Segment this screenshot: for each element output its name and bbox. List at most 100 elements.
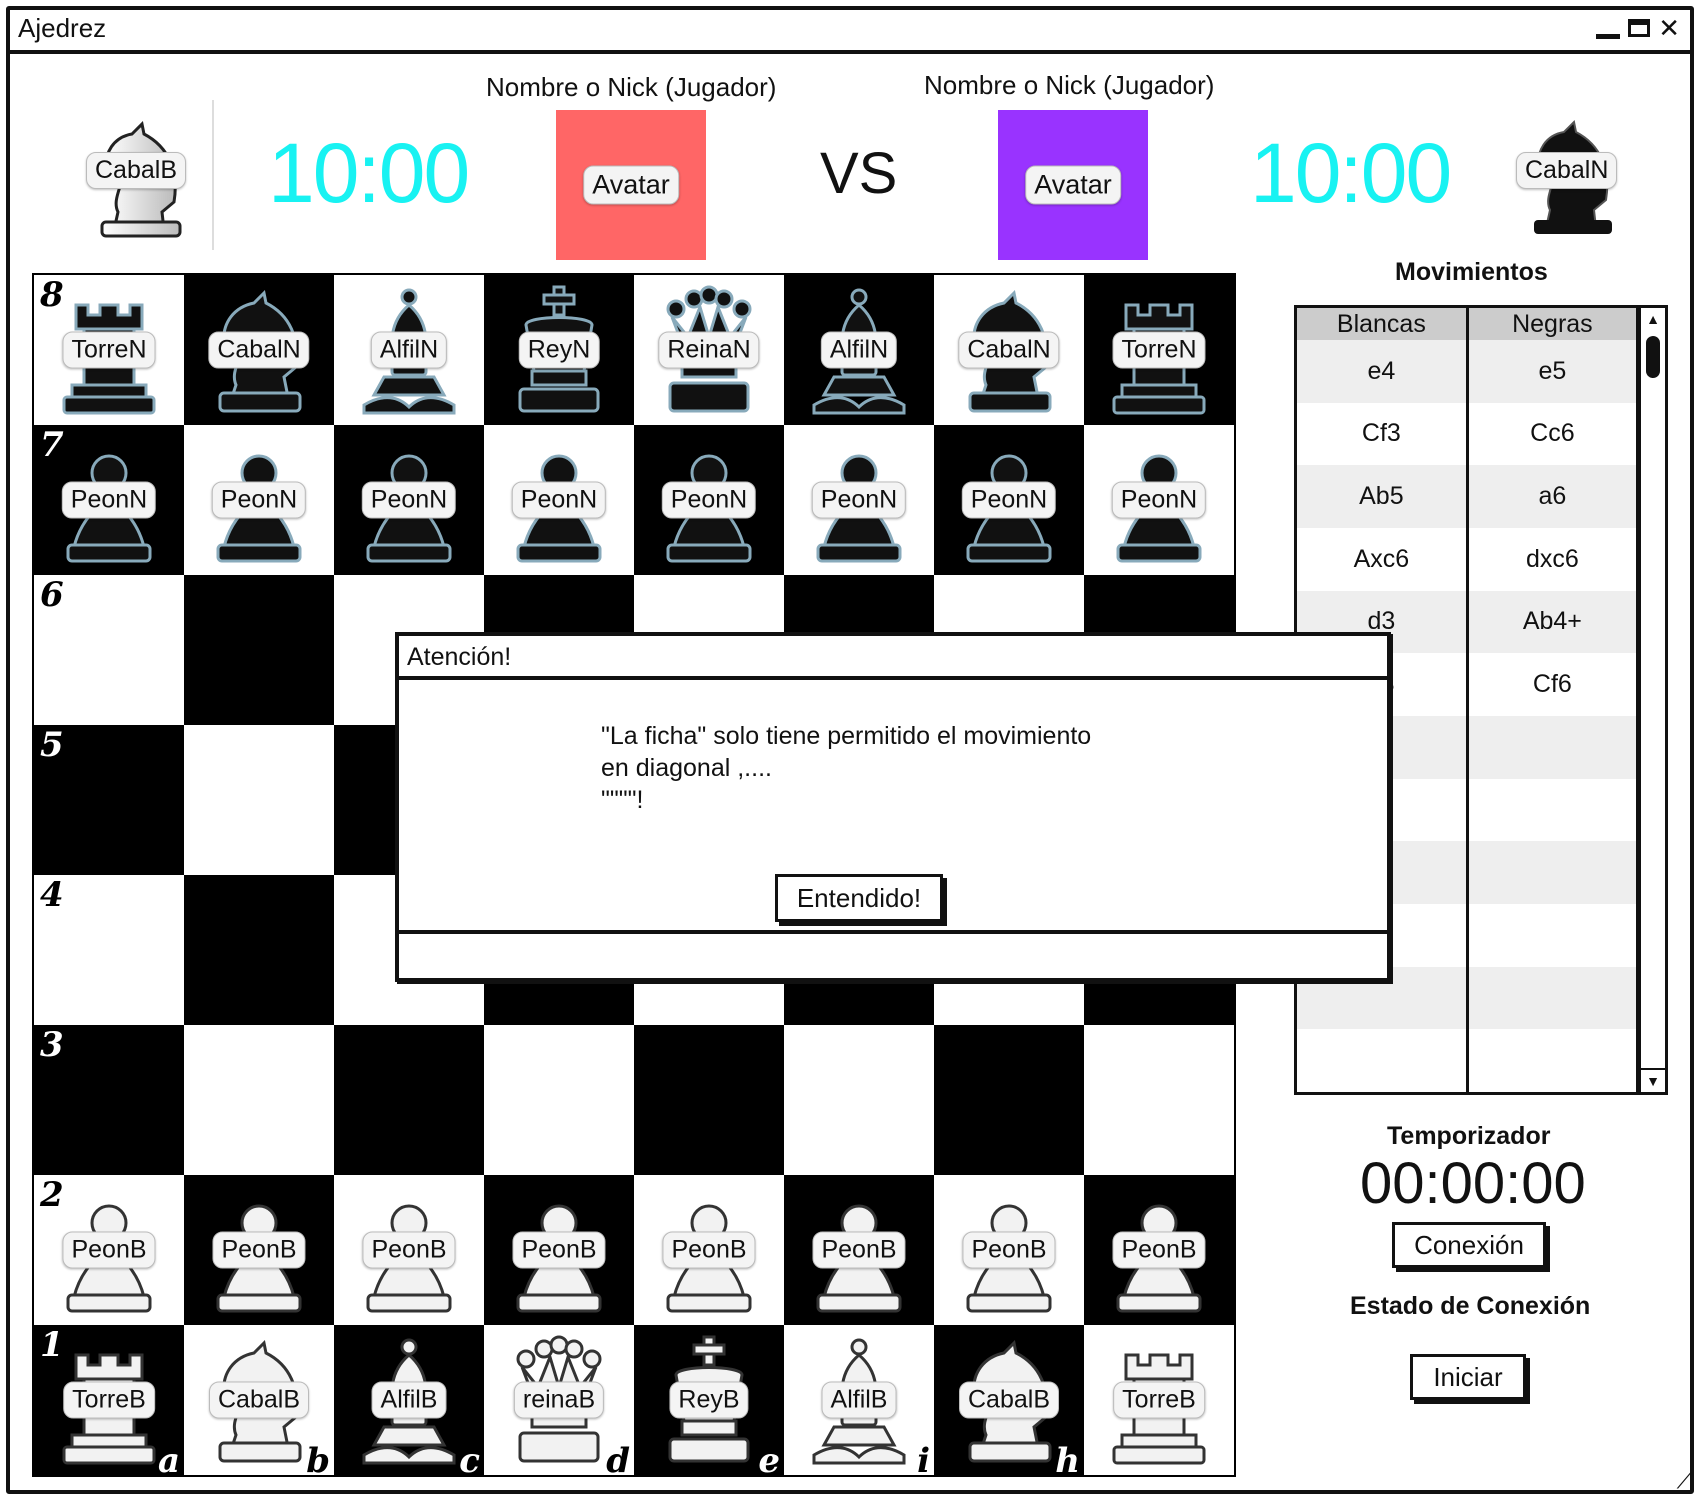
piece-label: PeonN — [961, 481, 1057, 519]
board-square[interactable]: PeonB — [934, 1175, 1084, 1325]
dialog-title: Atención! — [407, 643, 512, 671]
black-move-cell: Ab4+ — [1467, 590, 1640, 654]
piece-label: PeonB — [662, 1231, 756, 1269]
title-bar: Ajedrez ✕ — [10, 10, 1690, 54]
board-square[interactable]: AlfilN — [334, 275, 484, 425]
board-square[interactable]: AlfilN — [784, 275, 934, 425]
board-square[interactable] — [1084, 1025, 1234, 1175]
col-white-header: Blancas — [1297, 308, 1469, 340]
white-move-cell: e4 — [1297, 340, 1469, 403]
resize-grip-icon[interactable]: ⟋ — [1676, 1468, 1692, 1493]
board-square[interactable] — [184, 1025, 334, 1175]
black-move-cell: a6 — [1467, 465, 1640, 528]
move-row[interactable] — [1297, 1029, 1640, 1092]
board-square[interactable]: PeonN — [334, 425, 484, 575]
board-square[interactable] — [634, 1025, 784, 1175]
board-square[interactable]: ReinaN — [634, 275, 784, 425]
board-square[interactable] — [934, 1025, 1084, 1175]
board-square[interactable]: CabalN — [184, 275, 334, 425]
move-row[interactable] — [1297, 966, 1640, 1030]
board-square[interactable]: PeonB — [184, 1175, 334, 1325]
piece-label: PeonN — [211, 481, 307, 519]
scroll-down-icon[interactable]: ▼ — [1641, 1068, 1665, 1092]
board-square[interactable]: 4 — [34, 875, 184, 1025]
board-square[interactable]: PeonN — [634, 425, 784, 575]
dialog-header: Atención! — [399, 636, 1387, 680]
board-square[interactable]: PeonB — [634, 1175, 784, 1325]
black-clock: 10:00 — [1250, 126, 1452, 220]
piece-label: PeonB — [512, 1231, 606, 1269]
board-square[interactable]: TorreN — [1084, 275, 1234, 425]
connect-button[interactable]: Conexión — [1392, 1222, 1546, 1268]
board-square[interactable] — [484, 1025, 634, 1175]
rank-label: 1 — [40, 1325, 64, 1365]
piece-label: CabalN — [958, 331, 1060, 369]
player1-avatar[interactable]: Avatar — [556, 110, 706, 260]
board-square[interactable]: CabalN — [934, 275, 1084, 425]
file-label: c — [459, 1441, 480, 1481]
board-square[interactable]: 3 — [34, 1025, 184, 1175]
board-square[interactable]: PeonB — [484, 1175, 634, 1325]
player2-avatar-label: Avatar — [1025, 165, 1121, 205]
board-square[interactable]: PeonB — [784, 1175, 934, 1325]
scroll-up-icon[interactable]: ▲ — [1646, 311, 1660, 327]
player2-name: Nombre o Nick (Jugador) — [924, 70, 1215, 100]
scroll-thumb[interactable] — [1646, 336, 1660, 378]
white-knight-label: CabalB — [86, 152, 186, 189]
board-square[interactable] — [784, 1025, 934, 1175]
close-icon[interactable]: ✕ — [1658, 13, 1680, 43]
piece-label: TorreB — [1113, 1381, 1205, 1419]
board-square[interactable] — [184, 725, 334, 875]
file-label: h — [1055, 1441, 1080, 1481]
board-square[interactable]: TorreB — [1084, 1325, 1234, 1475]
board-square[interactable]: PeonB — [334, 1175, 484, 1325]
board-square[interactable] — [334, 1025, 484, 1175]
board-square[interactable] — [184, 575, 334, 725]
piece-label: reinaB — [513, 1381, 605, 1419]
moves-scrollbar[interactable]: ▲ ▼ — [1639, 308, 1665, 1092]
dialog-message: "La ficha" solo tiene permitido el movim… — [601, 722, 1092, 814]
piece-label: TorreN — [62, 331, 156, 369]
player2-avatar[interactable]: Avatar — [998, 110, 1148, 260]
board-square[interactable]: ReyN — [484, 275, 634, 425]
black-knight-icon: CabalN — [1516, 110, 1626, 240]
bishop-white-icon[interactable] — [354, 1333, 464, 1467]
rank-label: 3 — [40, 1025, 64, 1065]
understood-button[interactable]: Entendido! — [775, 874, 943, 922]
piece-label: AlfilN — [820, 331, 898, 369]
moves-title: Movimientos — [1395, 258, 1548, 286]
connection-status-title: Estado de Conexión — [1350, 1292, 1591, 1320]
board-square[interactable]: PeonB — [1084, 1175, 1234, 1325]
board-square[interactable]: PeonN — [1084, 425, 1234, 575]
board-square[interactable] — [184, 875, 334, 1025]
white-clock: 10:00 — [268, 126, 470, 220]
board-square[interactable]: PeonN — [784, 425, 934, 575]
board-square[interactable]: PeonN — [484, 425, 634, 575]
col-black-header: Negras — [1467, 308, 1640, 340]
start-button[interactable]: Iniciar — [1410, 1354, 1526, 1400]
board-square[interactable]: 6 — [34, 575, 184, 725]
piece-label: CabalN — [208, 331, 310, 369]
board-square[interactable]: h CabalB — [934, 1325, 1084, 1481]
board-square[interactable]: PeonN — [184, 425, 334, 575]
piece-label: CabalB — [959, 1381, 1059, 1419]
board-square[interactable]: PeonN — [934, 425, 1084, 575]
piece-label: ReyN — [518, 331, 600, 369]
maximize-icon[interactable] — [1628, 19, 1651, 37]
board-square[interactable]: 5 — [34, 725, 184, 875]
piece-label: ReinaN — [658, 331, 760, 369]
minimize-icon[interactable] — [1596, 33, 1621, 39]
